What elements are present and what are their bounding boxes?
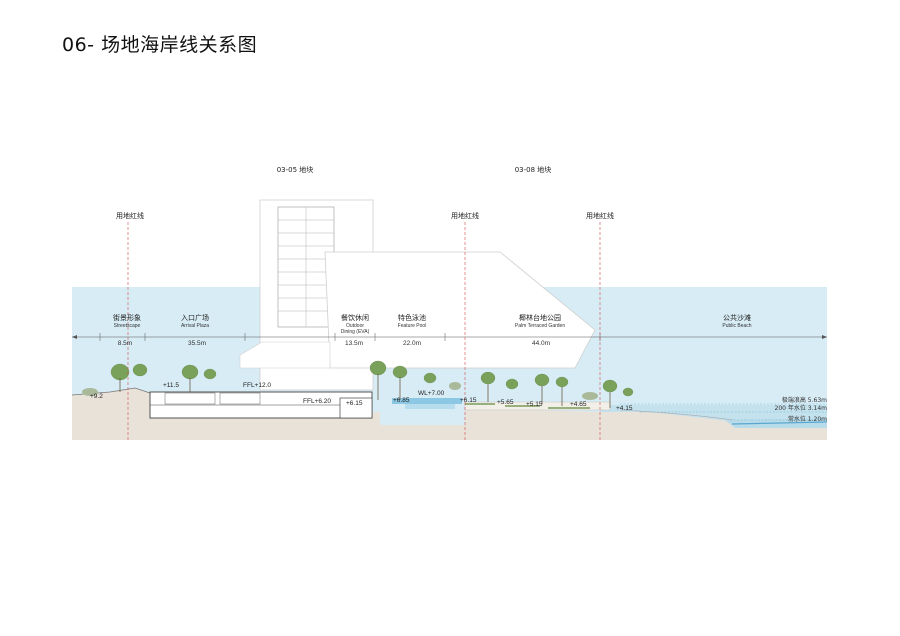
water-level-label: 极端浪高 5.63m xyxy=(782,396,827,404)
zone-label-cn: 特色泳池 xyxy=(398,313,426,322)
zone-label-en: Feature Pool xyxy=(398,323,427,329)
water-level-label: 常水位 1.20m xyxy=(788,415,827,423)
elevation-label: +9.2 xyxy=(90,393,103,400)
elevation-label: FFL+6.20 xyxy=(303,398,331,405)
elevation-label: +5.65 xyxy=(497,399,514,406)
redline-label: 用地红线 xyxy=(586,211,614,220)
podium-building xyxy=(324,251,596,369)
elevation-label: WL+7.00 xyxy=(418,390,445,397)
zone-label-en: Outdoor xyxy=(346,323,364,329)
redline-label: 用地红线 xyxy=(451,211,479,220)
elevation-label: +11.5 xyxy=(163,382,179,389)
elevation-label: +6.85 xyxy=(393,397,410,404)
elevation-label: +6.15 xyxy=(346,400,363,407)
redline-label: 用地红线 xyxy=(116,211,144,220)
zone-label-en: Dining (EVA) xyxy=(341,329,370,335)
zone-dimension: 35.5m xyxy=(188,340,206,347)
elevation-label: +4.15 xyxy=(616,405,633,412)
zone-dimension: 44.0m xyxy=(532,340,550,347)
zone-label-cn: 餐饮休闲 xyxy=(341,313,369,322)
zone-label-cn: 公共沙滩 xyxy=(723,313,751,322)
zone-label-en: Public Beach xyxy=(722,323,751,329)
zone-dimension: 22.0m xyxy=(403,340,421,347)
page-title: 06- 场地海岸线关系图 xyxy=(62,34,258,56)
zone-dimension: 8.5m xyxy=(118,340,132,347)
elevation-label: +4.65 xyxy=(570,401,587,408)
zone-label-en: Palm Terraced Garden xyxy=(515,323,565,329)
water-level-label: 200 年水位 3.14m xyxy=(775,404,828,412)
zone-label-cn: 街景形象 xyxy=(113,313,141,322)
zone-dimension: 13.5m xyxy=(345,340,363,347)
ground-section xyxy=(72,388,827,440)
feature-pool xyxy=(392,398,462,404)
zone-label-en: Arrival Plaza xyxy=(181,323,209,329)
elevation-label: FFL+12.0 xyxy=(243,382,271,389)
elevation-label: +5.15 xyxy=(526,401,543,408)
zone-label-en: Streetscape xyxy=(114,323,141,329)
parcel-label-left: 03-05 地块 xyxy=(277,165,314,174)
redline-markers xyxy=(127,222,601,440)
zone-label-cn: 椰林台地公园 xyxy=(519,313,561,322)
zone-label-cn: 入口广场 xyxy=(181,313,209,322)
parcel-label-right: 03-08 地块 xyxy=(515,165,552,174)
palm-trees xyxy=(110,360,634,397)
elevation-label: +6.15 xyxy=(460,397,477,404)
